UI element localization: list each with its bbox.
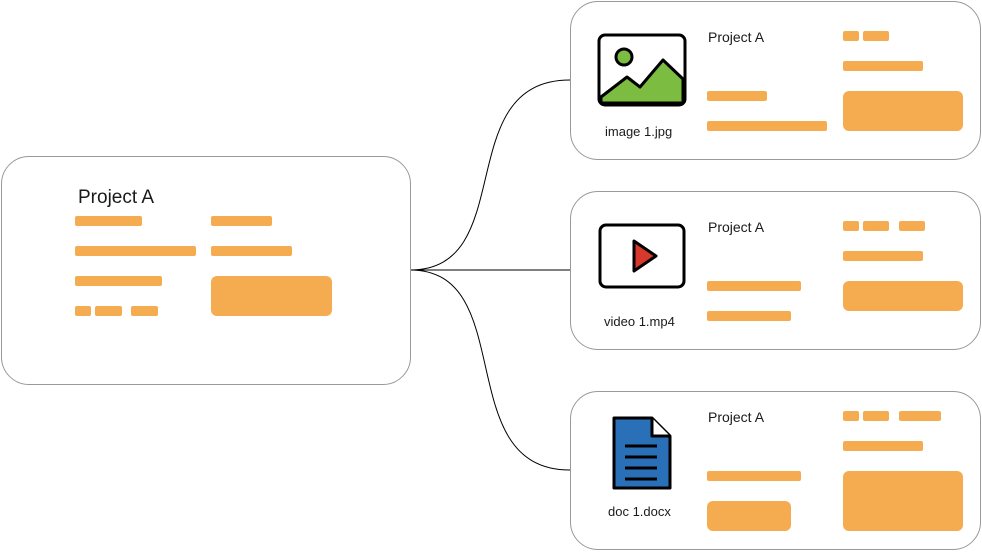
file-name: image 1.jpg — [605, 124, 673, 139]
placeholder-line — [211, 216, 272, 226]
placeholder-block — [843, 281, 963, 311]
image-file-card: image 1.jpg Project A — [570, 1, 981, 160]
placeholder-chip — [899, 221, 925, 231]
placeholder-chip — [899, 411, 941, 421]
placeholder-chip — [75, 306, 91, 316]
file-name: doc 1.docx — [608, 504, 671, 519]
placeholder-chip — [843, 31, 859, 41]
video-file-card: video 1.mp4 Project A — [570, 191, 981, 350]
placeholder-chip — [95, 306, 122, 316]
card-title: Project A — [708, 219, 765, 235]
placeholder-block — [211, 276, 332, 316]
placeholder-line — [75, 216, 142, 226]
placeholder-line — [75, 276, 162, 286]
card-title: Project A — [708, 409, 765, 425]
video-play-icon — [598, 223, 686, 289]
placeholder-line — [211, 246, 292, 256]
connector-image — [409, 79, 571, 271]
placeholder-line — [707, 281, 801, 291]
placeholder-chip — [863, 221, 889, 231]
document-icon — [612, 416, 672, 490]
placeholder-chip — [131, 306, 158, 316]
card-title: Project A — [708, 29, 765, 45]
main-card-title: Project A — [78, 187, 155, 208]
placeholder-line — [707, 121, 827, 131]
connector-doc — [409, 269, 571, 471]
document-file-card: doc 1.docx Project A — [570, 391, 981, 550]
placeholder-block — [843, 91, 963, 131]
placeholder-chip — [843, 221, 859, 231]
file-name: video 1.mp4 — [604, 314, 675, 329]
placeholder-chip — [863, 411, 889, 421]
placeholder-chip — [843, 411, 859, 421]
placeholder-line — [707, 91, 767, 101]
placeholder-line — [843, 61, 923, 71]
placeholder-line — [843, 251, 923, 261]
image-icon — [597, 33, 687, 107]
placeholder-chip — [863, 31, 889, 41]
placeholder-line — [707, 471, 801, 481]
placeholder-block — [707, 501, 791, 531]
placeholder-line — [75, 246, 196, 256]
placeholder-line — [707, 311, 791, 321]
main-project-card: Project A — [1, 156, 411, 385]
placeholder-block — [843, 471, 963, 531]
placeholder-line — [843, 441, 923, 451]
